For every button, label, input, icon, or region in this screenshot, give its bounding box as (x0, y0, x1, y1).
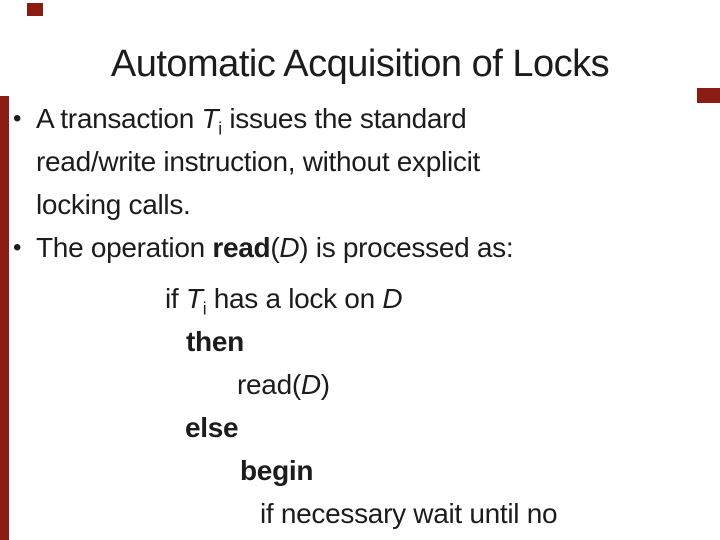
text-line: read/write instruction, without explicit (0, 140, 720, 183)
text-segment: if necessary wait until no (260, 498, 558, 529)
text-segment: ) (320, 369, 330, 400)
text-segment: i (202, 298, 207, 319)
text-line: then (0, 320, 720, 363)
text-segment: D (382, 283, 403, 314)
text-segment: read/write instruction, without explicit (36, 146, 480, 177)
bullet-marker: • (13, 105, 22, 132)
text-line: if Ti has a lock on D (0, 277, 720, 320)
text-segment: has a lock on (206, 283, 383, 314)
text-line: locking calls. (0, 183, 720, 226)
text-line: begin (0, 449, 720, 492)
text-segment: locking calls. (36, 189, 191, 220)
text-segment: else (185, 412, 239, 443)
top-left-accent-square (27, 3, 43, 16)
text-segment: ) is processed as: (299, 232, 514, 263)
text-line: else (0, 406, 720, 449)
text-segment: read( (237, 369, 301, 400)
text-segment: T (185, 283, 203, 314)
text-segment: T (201, 103, 219, 134)
text-line: if necessary wait until no (0, 492, 720, 535)
bullet-marker: • (13, 234, 22, 261)
left-edge-accent-bar (0, 96, 9, 540)
bullet-line: • A transaction Ti issues the standard (0, 97, 720, 140)
text-segment: D (279, 232, 300, 263)
text-segment: ( (270, 232, 280, 263)
text-segment: issues the standard (221, 103, 467, 134)
bullet-line: • The operation read(D) is processed as: (0, 226, 720, 269)
text-segment: A transaction (36, 103, 202, 134)
text-segment: then (186, 326, 244, 357)
right-edge-accent-bar (697, 88, 720, 103)
text-segment: D (300, 369, 321, 400)
text-segment: begin (240, 455, 314, 486)
slide-title: Automatic Acquisition of Locks (110, 43, 610, 85)
text-segment: if (165, 283, 186, 314)
slide-body: • A transaction Ti issues the standard rea… (0, 97, 720, 535)
text-segment: The operation (36, 232, 213, 263)
text-segment: read (212, 232, 271, 263)
text-line: read(D) (0, 363, 720, 406)
text-segment: i (218, 118, 222, 139)
